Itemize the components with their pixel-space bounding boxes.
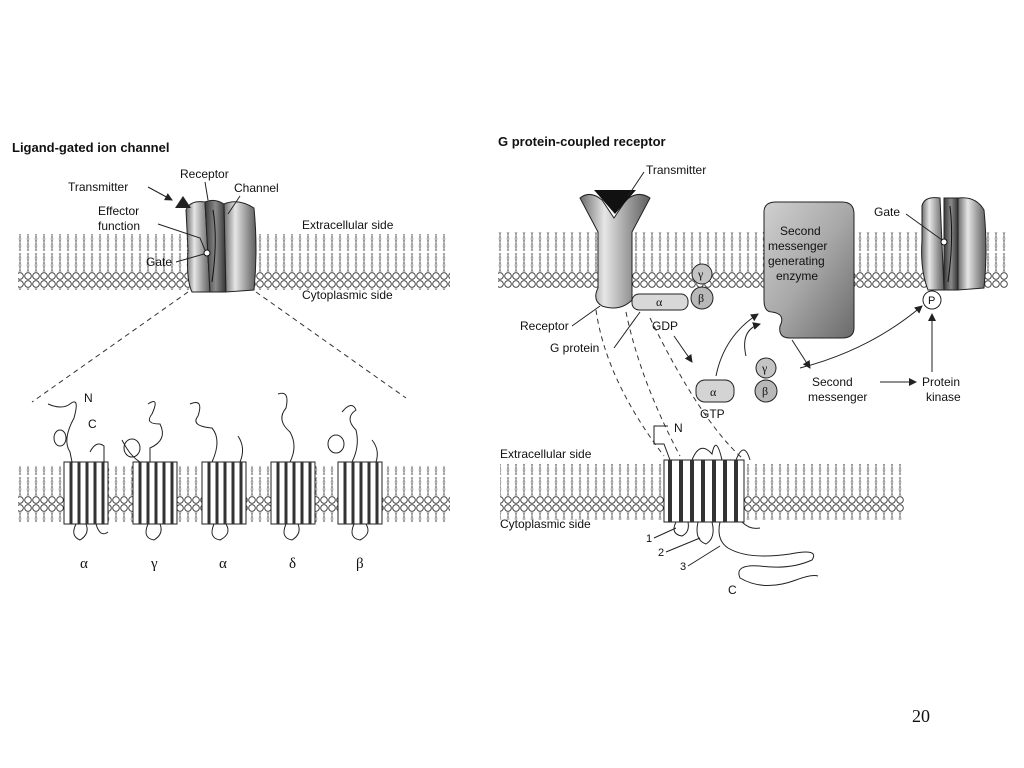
right-panel-title: G protein-coupled receptor — [498, 134, 666, 149]
g-alpha-subunit — [631, 293, 689, 311]
right-gate-icon — [940, 238, 948, 246]
phosphate-icon — [922, 290, 942, 310]
right-n-terminus-label: N — [674, 421, 683, 435]
g-beta-subunit — [690, 286, 714, 310]
subunit-column-1 — [63, 461, 109, 525]
page-number: 20 — [912, 706, 930, 726]
gtp-label: GTP — [700, 407, 725, 421]
g-gamma-label: γ — [697, 267, 704, 281]
subunit-column-4 — [270, 461, 316, 525]
second-messenger-label-line2: messenger — [808, 390, 867, 404]
gpcr-receptor — [579, 194, 651, 309]
transmitter-triangle-icon — [594, 190, 636, 214]
receptor-diagram: Ligand-gated ion channel Receptor Transm… — [12, 134, 1008, 597]
gtp-alpha-subunit — [695, 379, 735, 403]
subunit-column-2 — [132, 461, 178, 525]
transmitter-label: Transmitter — [68, 180, 128, 194]
right-extracellular-label: Extracellular side — [500, 447, 592, 461]
right-cytoplasmic-label: Cytoplasmic side — [500, 517, 591, 531]
enzyme-label-line3: generating — [768, 254, 825, 268]
protein-kinase-label-line2: kinase — [926, 390, 961, 404]
g-alpha-label: α — [656, 295, 663, 309]
subunit-label-4: δ — [289, 556, 296, 572]
second-messenger-label-line1: Second — [812, 375, 853, 389]
transmitter-triangle-icon — [175, 196, 191, 208]
free-beta-subunit — [754, 379, 778, 403]
g-gamma-subunit — [691, 263, 713, 285]
subunit-label-3: α — [219, 556, 227, 572]
subunit-label-5: β — [356, 556, 364, 572]
enzyme-label-line1: Second — [780, 224, 821, 238]
phosphate-label: P — [928, 295, 935, 307]
protein-kinase-label-line1: Protein — [922, 375, 960, 389]
left-panel: Ligand-gated ion channel Receptor Transm… — [12, 140, 450, 572]
free-gamma-subunit — [755, 357, 777, 379]
subunit-column-3 — [201, 461, 247, 525]
effector-label-line1: Effector — [98, 204, 139, 218]
enzyme-label-line4: enzyme — [776, 269, 818, 283]
loop-3-label: 3 — [680, 561, 686, 573]
left-extracellular-label: Extracellular side — [302, 218, 394, 232]
effector-channel — [921, 197, 987, 291]
free-gamma-label: γ — [761, 361, 768, 375]
loop-1-label: 1 — [646, 533, 652, 545]
right-c-terminus-label: C — [728, 583, 737, 597]
g-beta-label: β — [698, 291, 704, 305]
right-gate-label: Gate — [874, 205, 900, 219]
enzyme-label-line2: messenger — [768, 239, 827, 253]
left-c-terminus-label: C — [88, 417, 97, 431]
seven-tm-receptor — [663, 459, 745, 523]
right-transmitter-label: Transmitter — [646, 163, 706, 177]
effector-label-line2: function — [98, 219, 140, 233]
right-receptor-label: Receptor — [520, 319, 569, 333]
channel-label: Channel — [234, 181, 279, 195]
left-n-terminus-label: N — [84, 391, 93, 405]
gate-label: Gate — [146, 255, 172, 269]
loop-2-label: 2 — [658, 547, 664, 559]
left-cytoplasmic-label: Cytoplasmic side — [302, 288, 393, 302]
gate-icon — [203, 249, 211, 257]
gdp-label: GDP — [652, 319, 678, 333]
subunit-label-2: γ — [150, 556, 158, 572]
free-beta-label: β — [762, 384, 768, 398]
gtp-alpha-label: α — [710, 385, 717, 399]
receptor-label: Receptor — [180, 167, 229, 181]
ion-channel — [185, 199, 257, 293]
right-panel: G protein-coupled receptor Transmitter α… — [498, 134, 1008, 597]
subunit-column-5 — [337, 461, 383, 525]
left-panel-title: Ligand-gated ion channel — [12, 140, 169, 155]
g-protein-label: G protein — [550, 341, 599, 355]
subunit-label-1: α — [80, 556, 88, 572]
second-messenger-enzyme — [763, 201, 855, 339]
